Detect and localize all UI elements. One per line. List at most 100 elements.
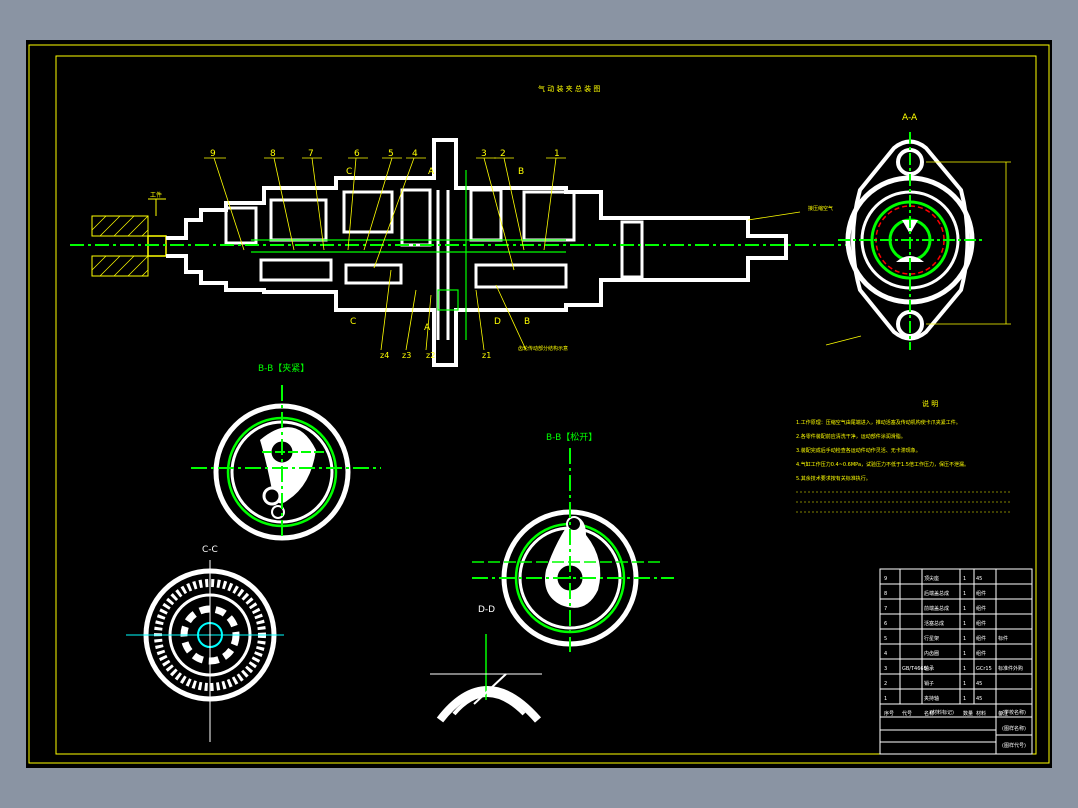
bom-cell: 1 <box>963 651 966 657</box>
note-line: 3.装配完成后手动检查各运动件动作灵活、无卡滞现象。 <box>796 447 921 454</box>
bom-header-cell: 名称 <box>924 710 934 717</box>
bom-cell: 轴承 <box>924 665 934 672</box>
note-line: 5.其余技术要求按有关标准执行。 <box>796 475 871 482</box>
bom-header-cell: 材料 <box>976 710 986 717</box>
callout-z1: z1 <box>482 351 491 360</box>
bom-cell: 1 <box>963 636 966 642</box>
callout-z4: z4 <box>380 351 389 360</box>
bom-header-cell: 备注 <box>998 710 1008 717</box>
bom-cell: 组件 <box>976 590 986 597</box>
section-bb-release-label: B-B【松开】 <box>546 431 597 443</box>
green-detail-lines <box>251 170 566 340</box>
bottom-callouts: z4 z3 z2 z1 <box>380 351 491 360</box>
bom-cell: 1 <box>963 591 966 597</box>
bom-cell: 9 <box>884 576 887 582</box>
callout-7: 7 <box>308 149 314 159</box>
callout-leaders <box>204 157 862 351</box>
bom-cell: 组件 <box>976 605 986 612</box>
callout-3: 3 <box>481 149 487 159</box>
bom-cell: 1 <box>963 696 966 702</box>
bom-cell: 6 <box>884 621 887 627</box>
section-aa-label: A-A <box>902 113 918 123</box>
bom-cell: 1 <box>963 666 966 672</box>
callout-z2: z2 <box>426 351 435 360</box>
section-cut-letters: C A B C A D B <box>346 167 530 333</box>
bom-cell: 销子 <box>924 680 934 687</box>
bom-cell: 标准件外购 <box>998 665 1023 672</box>
section-cc-label: C-C <box>202 545 218 555</box>
note-line: 1.工作原理：压缩空气由尾端进入，推动活塞及传动机构使卡爪夹紧工件。 <box>796 419 961 426</box>
outer-frame <box>28 44 1050 764</box>
bom-cell: 4 <box>884 651 887 657</box>
section-bb-clamp-view: B-B【夹紧】 <box>191 362 381 541</box>
cut-letter: A <box>424 323 431 333</box>
bom-header-cell: 数量 <box>963 710 973 717</box>
section-dd-view: D-D <box>430 605 542 723</box>
part-callouts: 9 8 7 6 5 4 3 2 1 <box>210 149 560 159</box>
callout-4: 4 <box>412 149 418 159</box>
bom-header-cell: 序号 <box>884 710 894 717</box>
bom-cell: 5 <box>884 636 887 642</box>
cut-letter: A <box>428 167 435 177</box>
bom-cell: 组件 <box>976 620 986 627</box>
note-line: 2.各零件装配前应清洗干净，运动部件涂润滑脂。 <box>796 433 906 440</box>
bom-cell: 活塞总成 <box>924 620 944 627</box>
air-inlet-label: 接压缩空气 <box>808 205 833 212</box>
callout-8: 8 <box>270 149 276 159</box>
workpiece-label: 工件 <box>150 191 162 199</box>
title-school: (学校名称) <box>1002 709 1026 716</box>
bom-cell: 2 <box>884 681 887 687</box>
title-material: (材料标记) <box>930 709 954 716</box>
bom-cell: 后端盖总成 <box>924 590 949 597</box>
inner-frame <box>55 55 1037 755</box>
bom-cell: 标件 <box>998 635 1008 642</box>
callout-1: 1 <box>554 149 560 159</box>
bom-cell: 1 <box>963 621 966 627</box>
bom-cell: 3 <box>884 666 887 672</box>
bom-cell: 1 <box>963 606 966 612</box>
cut-letter: D <box>494 317 501 327</box>
bom-cell: 45 <box>976 681 982 687</box>
section-cc-view: C-C <box>126 545 284 742</box>
drawing-title: 气 动 装 夹 总 装 图 <box>538 84 600 93</box>
bom-cell: 组件 <box>976 650 986 657</box>
callout-9: 9 <box>210 149 216 159</box>
bom-header-cell: 代号 <box>902 710 912 717</box>
bom-cell: 7 <box>884 606 887 612</box>
bom-cell: 1 <box>963 576 966 582</box>
bom-cell: 内齿圈 <box>924 650 939 657</box>
note-line: 4.气缸工作压力0.4~0.6MPa，试验压力不低于1.5倍工作压力，保压不泄漏… <box>796 461 969 468</box>
callout-z3: z3 <box>402 351 411 360</box>
bom-cell: 前端盖总成 <box>924 605 949 612</box>
bom-cell: 45 <box>976 576 982 582</box>
bill-of-materials: 9 顶尖座 1 45 8 后端盖总成 1 组件 7 前端盖总成 1 组件 6 活塞总成 1 组件 5 行星架 1 组件… <box>879 568 1033 755</box>
bom-cell: 夹持轴 <box>924 695 939 702</box>
technical-notes: 说 明 1.工作原理：压缩空气由尾端进入，推动活塞及传动机构使卡爪夹紧工件。 2… <box>796 399 1011 513</box>
workpiece-fixture: 工件 <box>91 191 167 277</box>
notes-title: 说 明 <box>922 399 938 408</box>
internal-mechanism <box>224 188 644 340</box>
cut-letter: C <box>350 317 356 327</box>
title-drawing-name: (图样名称) <box>1002 725 1026 732</box>
bom-cell: 1 <box>884 696 887 702</box>
callout-2: 2 <box>500 149 506 159</box>
title-drawing-code: (图样代号) <box>1002 742 1026 749</box>
section-bb-release-view: B-B【松开】 <box>472 431 674 652</box>
bom-cell: 8 <box>884 591 887 597</box>
cut-letter: C <box>346 167 352 177</box>
callout-5: 5 <box>388 149 394 159</box>
cut-letter: B <box>518 167 524 177</box>
bom-cell: 45 <box>976 696 982 702</box>
cad-drawing-sheet: 气 动 装 夹 总 装 图 工件 <box>28 44 1050 764</box>
main-assembly-view: 工件 <box>70 138 862 367</box>
gear-note: 齿轮传动部分结构示意 <box>518 345 568 352</box>
bom-cell: 行星架 <box>924 635 939 642</box>
section-aa-view: A-A <box>838 113 1011 350</box>
bom-cell: GCr15 <box>976 666 992 672</box>
section-dd-label: D-D <box>478 605 495 615</box>
bom-cell: 组件 <box>976 635 986 642</box>
bom-cell: GB/T4660 <box>902 666 927 672</box>
bom-cell: 顶尖座 <box>924 575 939 582</box>
cut-letter: B <box>524 317 530 327</box>
drawing-canvas: 气 动 装 夹 总 装 图 工件 <box>26 40 1052 768</box>
